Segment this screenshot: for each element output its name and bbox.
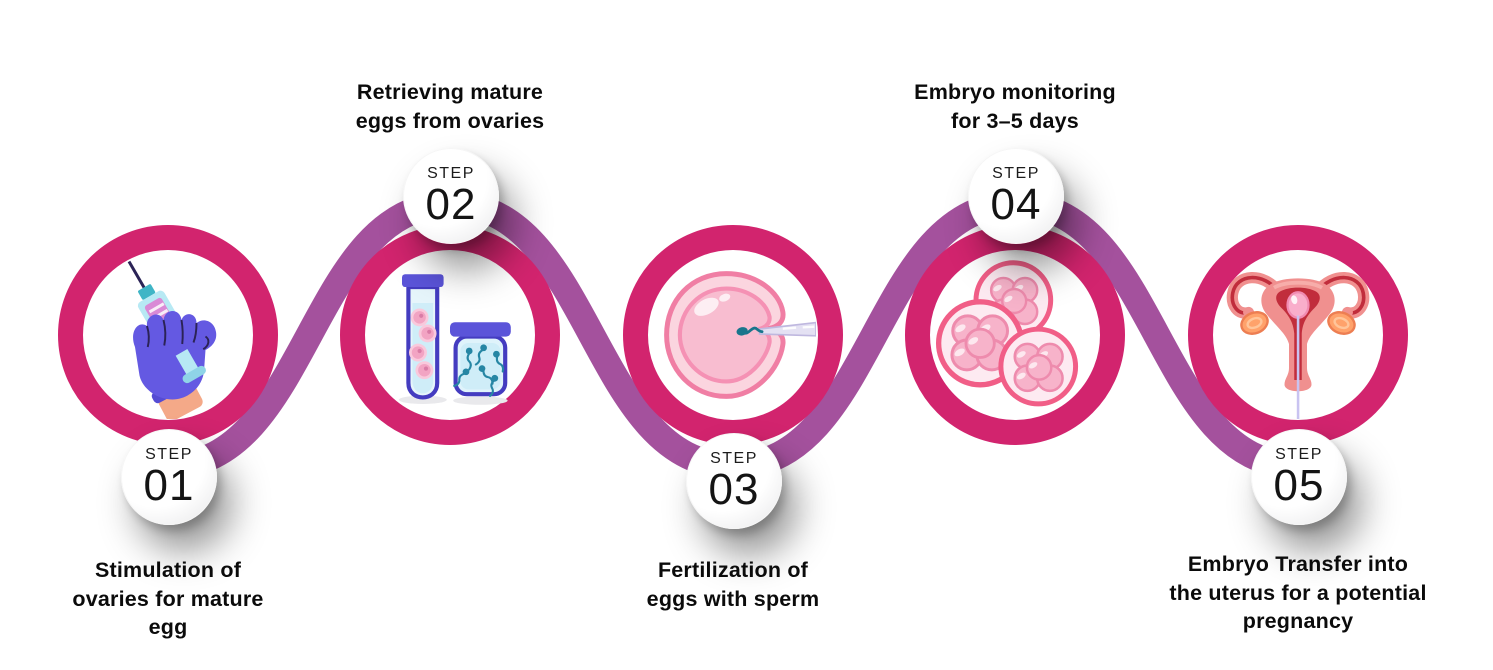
sperm-jar xyxy=(450,322,511,398)
gloved-hand-syringe-icon xyxy=(127,260,217,419)
step-1-badge-word: STEP xyxy=(145,445,193,463)
egg-cells xyxy=(409,308,437,380)
step-4-badge-number: 04 xyxy=(990,179,1042,229)
transfer-catheter xyxy=(1296,315,1300,419)
step-1-badge-number: 01 xyxy=(143,460,195,510)
step-4-circle xyxy=(905,225,1125,445)
step-2-title: Retrieving mature eggs from ovaries xyxy=(355,80,545,133)
step-2-badge-number: 02 xyxy=(425,179,477,229)
step-5-badge-number: 05 xyxy=(1273,460,1325,510)
egg-cytoplasm xyxy=(677,286,772,384)
step-3-circle xyxy=(623,225,843,445)
step-4-badge: STEP 04 xyxy=(968,148,1064,244)
step-3-badge-word: STEP xyxy=(710,449,758,467)
step-1-circle xyxy=(58,225,278,445)
uterus-embryo-transfer-icon xyxy=(1223,251,1373,419)
step-5-title: Embryo Transfer into the uterus for a po… xyxy=(1169,552,1427,634)
step-5-badge: STEP 05 xyxy=(1251,429,1347,525)
transferred-embryo xyxy=(1286,291,1310,319)
syringe-plunger xyxy=(175,349,206,384)
step-2-badge: STEP 02 xyxy=(403,148,499,244)
step-3-badge-number: 03 xyxy=(708,464,760,514)
egg-test-tube-and-sperm-jar-icon xyxy=(398,274,511,405)
step-5-badge-word: STEP xyxy=(1275,445,1323,463)
step-3-badge: STEP 03 xyxy=(686,433,782,529)
step-2-badge-word: STEP xyxy=(427,164,475,182)
egg-test-tube xyxy=(402,274,444,400)
sperm-cells xyxy=(453,344,505,398)
jar-shadow xyxy=(453,396,508,405)
sperm-cell xyxy=(736,326,764,336)
embryo-cell-clusters-icon xyxy=(935,260,1079,407)
step-1-title: Stimulation of ovaries for mature egg xyxy=(72,558,264,640)
step-1-badge: STEP 01 xyxy=(121,429,217,525)
step-5-circle xyxy=(1188,225,1408,445)
tube-shadow xyxy=(398,395,447,404)
step-3-title: Fertilization of eggs with sperm xyxy=(646,558,820,611)
egg-highlight-small xyxy=(719,293,731,302)
glove xyxy=(133,311,217,400)
step-4-title: Embryo monitoring for 3–5 days xyxy=(914,80,1116,133)
egg-highlight xyxy=(694,297,719,316)
step-2-circle xyxy=(340,225,560,445)
needle-injecting-sperm-into-egg-icon xyxy=(664,271,816,399)
embryo-bottom xyxy=(998,326,1079,407)
uterus-rim-highlight xyxy=(1272,280,1324,290)
step-4-badge-word: STEP xyxy=(992,164,1040,182)
